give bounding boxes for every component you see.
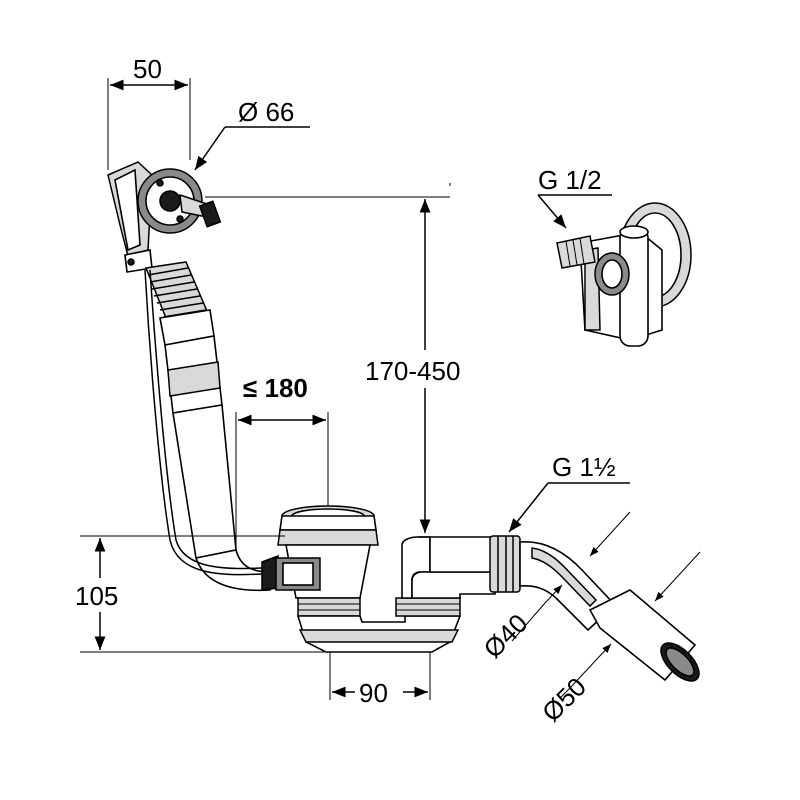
dimension-label-105: 105 [75, 581, 118, 611]
dimension-overflow-width: 50 [107, 54, 191, 170]
dimension-label-90: 90 [359, 678, 388, 708]
dimension-label-d66: Ø 66 [238, 97, 294, 127]
overflow-pipe [144, 261, 271, 592]
dimension-label-g12: G 1/2 [538, 165, 602, 195]
dimension-label-180: ≤ 180 [243, 373, 308, 403]
valve-detail [556, 202, 692, 347]
dimension-trap-height: 105 [72, 535, 326, 653]
dimension-label-d50: Ø50 [536, 672, 592, 728]
dimension-max-distance: ≤ 180 [235, 373, 329, 548]
dimension-outlet-thread: G 1½ [508, 452, 630, 533]
dimension-label-d40: Ø40 [477, 608, 533, 664]
dimension-overflow-diameter: Ø 66 [194, 97, 310, 171]
dimension-label-170-450: 170-450 [365, 356, 460, 386]
drain-body [261, 505, 379, 617]
dimension-label-g112: G 1½ [552, 452, 616, 482]
dimension-valve-thread: G 1/2 [537, 165, 612, 229]
dimension-label-50: 50 [133, 54, 162, 84]
outlet [489, 535, 700, 682]
dimension-height-range: 170-450 [205, 183, 490, 533]
overflow-head [107, 161, 222, 273]
dimension-trap-width: 90 [329, 652, 431, 708]
trap [296, 536, 496, 653]
